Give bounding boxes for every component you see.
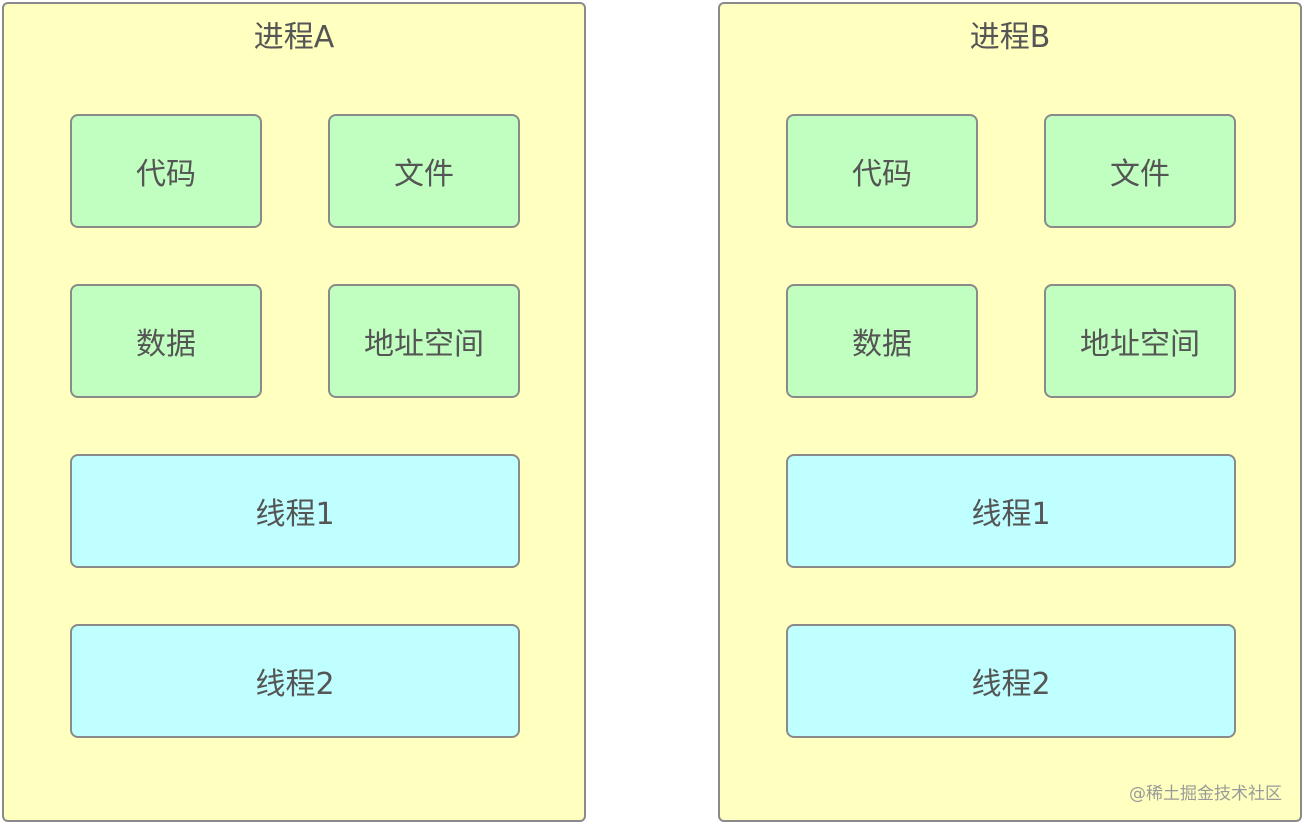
process-a-thread-2-box: 线程2 [70, 624, 520, 738]
process-b-address-space-box: 地址空间 [1044, 284, 1236, 398]
watermark-text: @稀土掘金技术社区 [1129, 784, 1282, 804]
process-a-thread-1-box: 线程1 [70, 454, 520, 568]
process-a-container: 进程A 代码 文件 数据 地址空间 线程1 线程2 [2, 2, 586, 822]
process-b-container: 进程B 代码 文件 数据 地址空间 线程1 线程2 [718, 2, 1302, 822]
process-a-code-box: 代码 [70, 114, 262, 228]
process-a-address-space-box: 地址空间 [328, 284, 520, 398]
process-a-title: 进程A [253, 20, 335, 55]
process-b-thread-2-box: 线程2 [786, 624, 1236, 738]
process-b-file-box: 文件 [1044, 114, 1236, 228]
process-b-thread-1-box: 线程1 [786, 454, 1236, 568]
process-a-data-box: 数据 [70, 284, 262, 398]
process-b-data-box: 数据 [786, 284, 978, 398]
process-a-file-box: 文件 [328, 114, 520, 228]
process-b-code-box: 代码 [786, 114, 978, 228]
process-b-title: 进程B [969, 20, 1051, 55]
